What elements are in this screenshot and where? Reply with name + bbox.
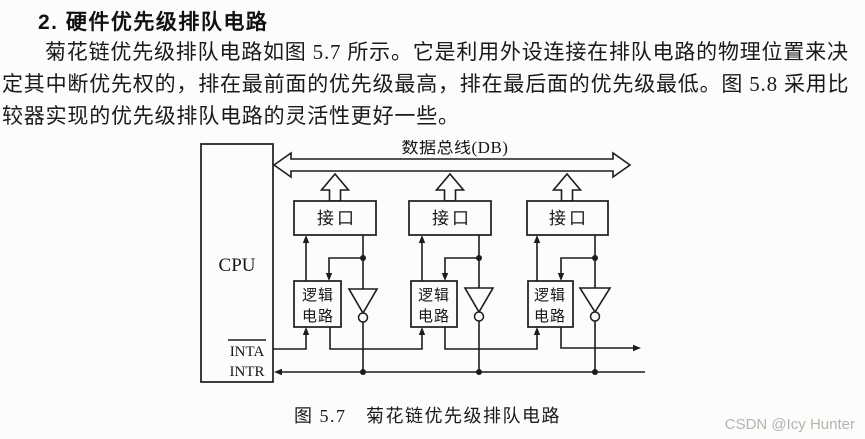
logic-label-bottom: 电路 (302, 308, 334, 325)
down-arrowhead (441, 273, 449, 281)
inverter-bubble (473, 311, 485, 322)
inverter-bubble (589, 311, 601, 322)
interface-label: 接口 (549, 209, 589, 228)
daisy-chain-circuit-diagram: CPU INTA INTR 数据总线(DB) 接口 接口 接口 逻辑 电路 逻辑… (200, 140, 645, 383)
interface-label: 接口 (432, 209, 472, 228)
logic-label-bottom: 电路 (418, 308, 450, 325)
inta-wire-cpu-to-logic1 (273, 334, 307, 350)
junction-dot (592, 369, 598, 375)
feedback-wire (560, 257, 595, 273)
csdn-watermark: CSDN @Icy Hunter (724, 416, 855, 433)
cpu-box (200, 143, 274, 383)
interface-box (408, 200, 492, 236)
up-arrowhead (302, 235, 310, 243)
up-arrowhead (418, 235, 426, 243)
up-arrowhead (533, 235, 541, 243)
interface-box (526, 200, 609, 236)
logic-label-top: 逻辑 (302, 287, 334, 304)
bus-up-arrow (319, 172, 351, 202)
interface-label: 接口 (317, 209, 357, 228)
inverter-triangle (463, 287, 495, 314)
inverter-triangle (347, 288, 379, 315)
data-bus-label: 数据总线(DB) (402, 140, 509, 157)
logic-label-top: 逻辑 (418, 287, 450, 304)
cpu-label: CPU (219, 255, 256, 276)
inta-wire-logic2-to-logic3 (444, 327, 538, 350)
bus-up-arrow (434, 172, 466, 202)
down-arrowhead (557, 273, 565, 281)
up-arrowhead (533, 327, 541, 335)
inta-pin-label: INTA (230, 344, 265, 360)
inverter-triangle (578, 287, 612, 314)
paragraph-line: 定其中断优先权的，排在最前面的优先级最高，排在最后面的优先级最低。图 5.8 采… (2, 72, 850, 96)
inverter-bubble (357, 312, 369, 323)
paragraph-line: 较器实现的优先级排队电路的灵活性更好一些。 (2, 104, 460, 128)
up-arrowhead (302, 327, 310, 335)
right-arrowhead (633, 344, 641, 352)
interface-box (293, 200, 377, 236)
junction-dot (360, 369, 366, 375)
data-bus-arrow (272, 151, 632, 179)
logic-circuit-box (293, 280, 342, 328)
feedback-wire (444, 257, 479, 273)
logic-circuit-box (410, 280, 458, 328)
junction-dot (476, 369, 482, 375)
intr-pin-label: INTR (230, 364, 265, 380)
figure-caption: 图 5.7 菊花链优先级排队电路 (294, 406, 561, 426)
bus-up-arrow (551, 172, 583, 202)
inta-wire-logic3-out (560, 327, 633, 349)
feedback-wire (328, 257, 363, 273)
logic-circuit-box (527, 280, 574, 328)
paragraph-line: 菊花链优先级排队电路如图 5.7 所示。它是利用外设连接在排队电路的物理位置来决 (45, 40, 849, 64)
left-arrowhead (274, 368, 282, 376)
up-arrowhead (418, 327, 426, 335)
inta-wire-logic1-to-logic2 (329, 327, 423, 350)
down-arrowhead (325, 273, 333, 281)
logic-label-bottom: 电路 (534, 308, 566, 325)
logic-label-top: 逻辑 (534, 287, 566, 304)
section-heading: 2. 硬件优先级排队电路 (38, 11, 269, 34)
